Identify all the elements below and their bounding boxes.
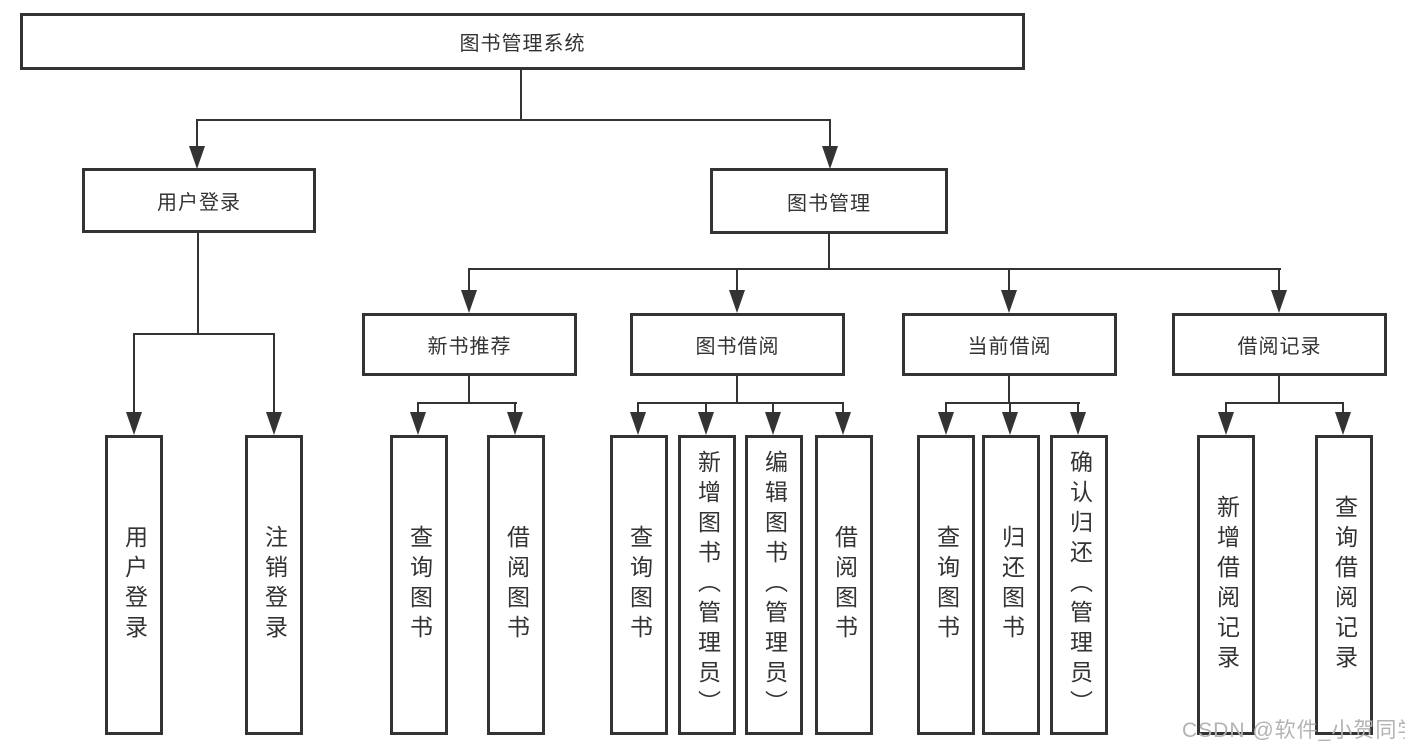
connector-line xyxy=(468,268,1281,270)
node-current-borrowing: 当前借阅 xyxy=(902,313,1117,376)
arrowhead-down-icon xyxy=(410,412,426,435)
leaf-query-books-recommend: 查询图书 xyxy=(390,435,448,735)
arrowhead-down-icon xyxy=(765,412,781,435)
connector-line xyxy=(736,376,738,404)
leaf-logout: 注销登录 xyxy=(245,435,303,735)
csdn-watermark: CSDN @软件_小贺同学 xyxy=(1182,719,1405,742)
connector-line xyxy=(705,402,707,416)
leaf-label: 新增图书（管理员） xyxy=(694,450,721,720)
connector-line xyxy=(637,402,639,416)
connector-line xyxy=(417,402,517,404)
leaf-query-books-borrowing: 查询图书 xyxy=(610,435,668,735)
leaf-add-borrow-record: 新增借阅记录 xyxy=(1197,435,1255,735)
arrowhead-down-icon xyxy=(630,412,646,435)
node-library-management-system: 图书管理系统 xyxy=(20,13,1025,70)
leaf-label: 注销登录 xyxy=(261,525,288,645)
leaf-label: 新增借阅记录 xyxy=(1213,495,1240,675)
connector-line xyxy=(1278,268,1280,293)
node-new-book-recommendation: 新书推荐 xyxy=(362,313,577,376)
connector-line xyxy=(196,119,198,149)
connector-line xyxy=(196,119,831,121)
leaf-borrow-books-recommend: 借阅图书 xyxy=(487,435,545,735)
arrowhead-down-icon xyxy=(938,412,954,435)
arrowhead-down-icon xyxy=(266,412,282,435)
connector-line xyxy=(133,333,135,415)
connector-line xyxy=(514,402,516,416)
node-book-management: 图书管理 xyxy=(710,168,948,234)
leaf-query-borrow-record: 查询借阅记录 xyxy=(1315,435,1373,735)
connector-line xyxy=(1342,402,1344,416)
connector-line xyxy=(1225,402,1227,416)
leaf-label: 查询图书 xyxy=(626,525,653,645)
arrowhead-down-icon xyxy=(126,412,142,435)
leaf-label: 借阅图书 xyxy=(503,525,530,645)
connector-line xyxy=(1008,376,1010,404)
leaf-label: 归还图书 xyxy=(998,525,1025,645)
leaf-edit-book-admin: 编辑图书（管理员） xyxy=(745,435,803,735)
arrowhead-down-icon xyxy=(189,146,205,169)
connector-line xyxy=(1225,402,1344,404)
connector-line xyxy=(197,233,199,335)
leaf-confirm-return-admin: 确认归还（管理员） xyxy=(1050,435,1108,735)
connector-line xyxy=(945,402,947,416)
arrowhead-down-icon xyxy=(822,146,838,169)
leaf-query-books-current: 查询图书 xyxy=(917,435,975,735)
connector-line xyxy=(736,268,738,293)
connector-line xyxy=(133,333,275,335)
connector-line xyxy=(1008,268,1010,293)
node-user-login: 用户登录 xyxy=(82,168,316,233)
connector-line xyxy=(1278,376,1280,404)
leaf-label: 借阅图书 xyxy=(831,525,858,645)
leaf-label: 用户登录 xyxy=(121,525,148,645)
arrowhead-down-icon xyxy=(698,412,714,435)
arrowhead-down-icon xyxy=(461,290,477,313)
connector-line xyxy=(828,234,830,270)
arrowhead-down-icon xyxy=(1218,412,1234,435)
arrowhead-down-icon xyxy=(1335,412,1351,435)
leaf-borrow-books-borrowing: 借阅图书 xyxy=(815,435,873,735)
connector-line xyxy=(1009,402,1011,416)
node-book-borrowing: 图书借阅 xyxy=(630,313,845,376)
leaf-label: 确认归还（管理员） xyxy=(1066,450,1093,720)
leaf-return-book: 归还图书 xyxy=(982,435,1040,735)
connector-line xyxy=(772,402,774,416)
arrowhead-down-icon xyxy=(1002,412,1018,435)
leaf-add-book-admin: 新增图书（管理员） xyxy=(678,435,736,735)
connector-line xyxy=(520,69,522,121)
arrowhead-down-icon xyxy=(729,290,745,313)
leaf-label: 编辑图书（管理员） xyxy=(761,450,788,720)
arrowhead-down-icon xyxy=(1271,290,1287,313)
leaf-label: 查询图书 xyxy=(933,525,960,645)
arrowhead-down-icon xyxy=(1001,290,1017,313)
arrowhead-down-icon xyxy=(507,412,523,435)
connector-line xyxy=(829,119,831,149)
connector-line xyxy=(273,333,275,415)
connector-line xyxy=(637,402,844,404)
connector-line xyxy=(468,376,470,404)
leaf-label: 查询借阅记录 xyxy=(1331,495,1358,675)
connector-line xyxy=(842,402,844,416)
leaf-user-login: 用户登录 xyxy=(105,435,163,735)
leaf-label: 查询图书 xyxy=(406,525,433,645)
arrowhead-down-icon xyxy=(835,412,851,435)
connector-line xyxy=(1077,402,1079,416)
connector-line xyxy=(468,268,470,293)
arrowhead-down-icon xyxy=(1070,412,1086,435)
connector-line xyxy=(945,402,1080,404)
connector-line xyxy=(417,402,419,416)
node-borrowing-records: 借阅记录 xyxy=(1172,313,1387,376)
